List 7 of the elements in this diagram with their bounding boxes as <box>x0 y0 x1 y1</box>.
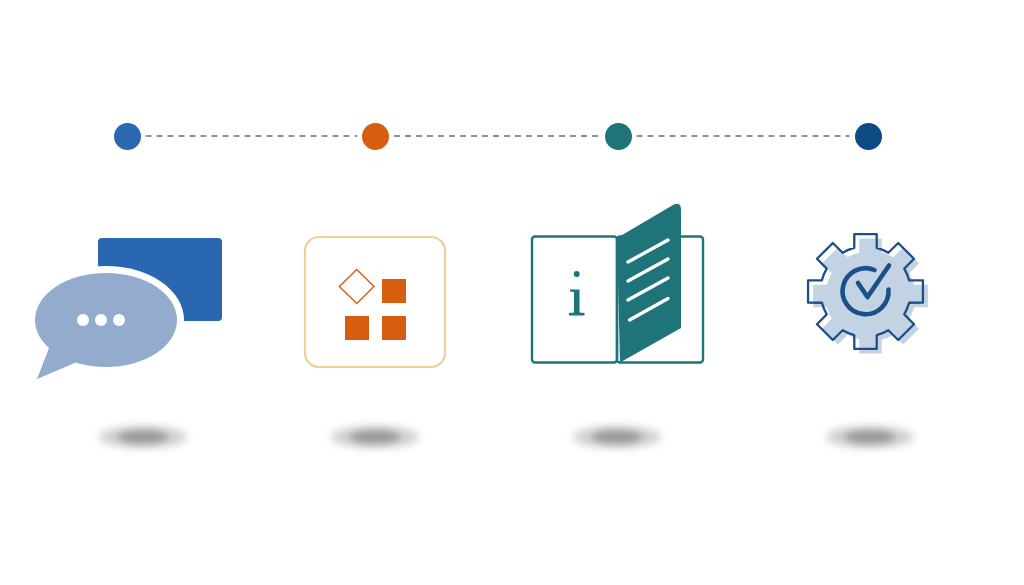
dashed-line <box>394 134 600 138</box>
timeline-dot <box>854 122 882 150</box>
timeline-dot <box>604 122 632 150</box>
timeline-dot <box>113 122 141 150</box>
dashed-line <box>145 134 357 138</box>
dashed-line <box>636 134 850 138</box>
timeline-dot <box>362 122 389 150</box>
